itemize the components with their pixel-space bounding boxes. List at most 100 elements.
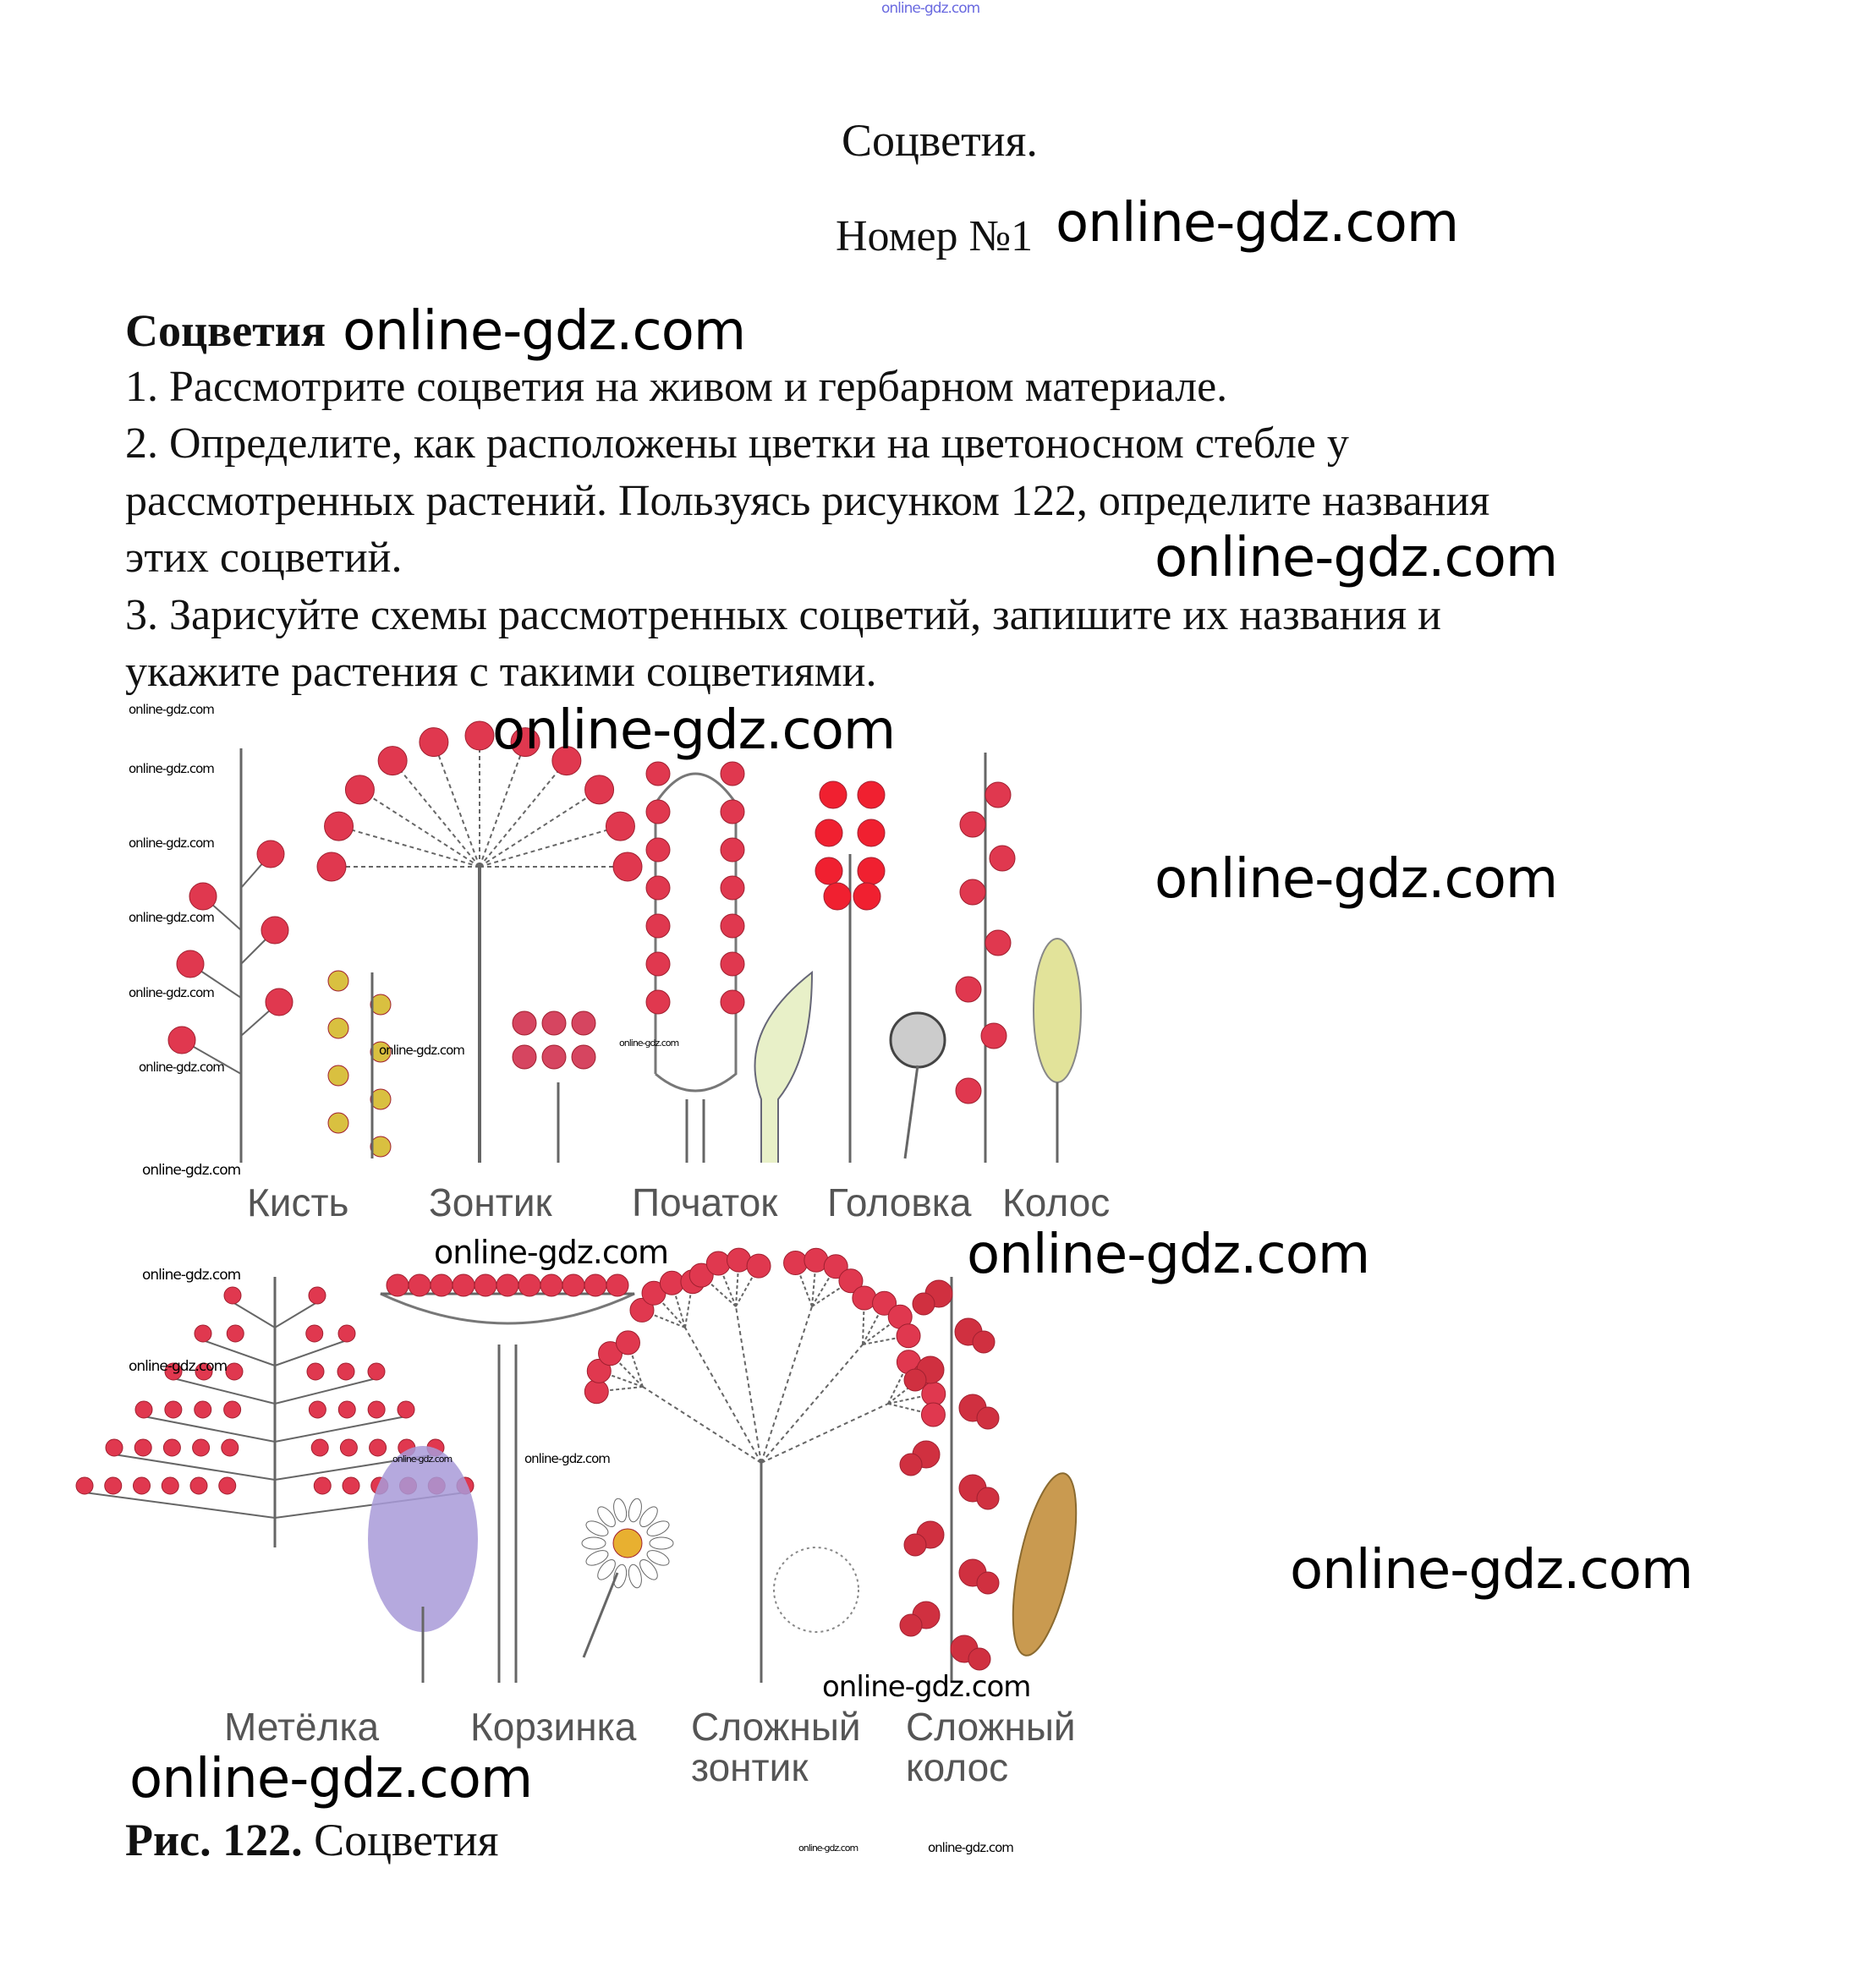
primary-ray [760,1344,864,1464]
instruction-line: этих соцветий. [125,534,403,582]
flower [452,1273,475,1297]
flower [815,857,843,885]
flower [584,775,615,805]
label-line: зонтик [691,1745,809,1789]
watermark: online-gdz.com [1290,1539,1693,1602]
watermark: online-gdz.com [798,1843,858,1854]
flower [419,727,449,758]
flower [921,1381,946,1406]
daisy-petal [597,1558,616,1580]
label-capitulum: Корзинка [470,1705,637,1749]
flower [615,1330,640,1355]
flower [223,1286,242,1305]
flower [189,882,217,911]
watermark: online-gdz.com [129,835,215,851]
flower [370,1136,392,1158]
flower [645,799,671,824]
flower [369,1438,387,1457]
flower [823,882,852,911]
flower [606,1273,629,1297]
flower [512,1044,537,1070]
watermark: online-gdz.com [392,1454,453,1465]
label-spike: Колос [1002,1180,1111,1224]
flower [659,1270,684,1295]
flower [339,1438,358,1457]
ray [479,825,621,868]
flower [612,1528,643,1558]
top-watermark: online-gdz.com [881,0,980,17]
flower [408,1273,431,1297]
flower [705,1251,731,1276]
daisy-petal [597,1506,616,1528]
watermark: online-gdz.com [1056,192,1459,255]
flower [838,1268,864,1294]
flower [370,1088,392,1110]
flower [327,1017,349,1039]
flower [720,799,745,824]
daisy-petal [646,1520,670,1536]
ray [432,742,480,868]
watermark: online-gdz.com [822,1670,1031,1704]
branch [173,1377,276,1405]
ray [338,825,480,868]
flower [989,845,1016,872]
flower [720,913,745,939]
dill-umbel [773,1547,859,1633]
ray [392,759,480,868]
flower [853,882,881,911]
primary-ray [642,1386,762,1464]
flower [746,1253,771,1279]
flower [327,1112,349,1134]
watermark: online-gdz.com [142,1267,241,1284]
flower [972,1330,996,1354]
flower [464,720,495,751]
flower [899,1613,923,1637]
label-panicle: Метёлка [224,1705,380,1749]
flower [226,1324,244,1343]
daisy-petal [613,1498,628,1523]
flower [857,857,886,885]
flower [562,1273,585,1297]
flower [872,1290,897,1316]
flower [194,1324,212,1343]
flower [968,1647,991,1671]
wheat-ear [1012,1472,1078,1657]
daisy-petal [585,1520,609,1536]
flower [342,1476,360,1495]
watermark: online-gdz.com [129,910,215,925]
flower [645,875,671,901]
flower [980,1022,1007,1049]
clover-head [889,1011,946,1069]
flower [819,780,847,809]
flower [815,819,843,847]
flower [377,746,408,776]
flower [645,951,671,977]
primary-ray [760,1306,813,1464]
flower [645,913,671,939]
watermark: online-gdz.com [142,1162,241,1179]
receptacle [380,1292,635,1325]
flower [720,951,745,977]
flower [605,811,635,841]
flower [540,1273,563,1297]
flower [955,976,982,1003]
flower [134,1438,152,1457]
flower [195,1362,213,1381]
flower [75,1476,94,1495]
flower [225,1362,244,1381]
branch [232,1301,276,1328]
flower [584,1379,609,1405]
flower [899,1453,923,1476]
daisy-petal [646,1550,670,1566]
watermark: online-gdz.com [492,699,896,762]
flower [959,879,986,906]
flower [344,775,375,805]
label-umbel: Зонтик [429,1180,552,1224]
flower [598,1341,623,1366]
watermark: online-gdz.com [967,1224,1370,1286]
calla-leaf [754,970,814,1163]
caption-text: Соцветия [302,1815,499,1865]
flower [720,875,745,901]
flower [903,1533,927,1557]
flower [194,1400,212,1419]
